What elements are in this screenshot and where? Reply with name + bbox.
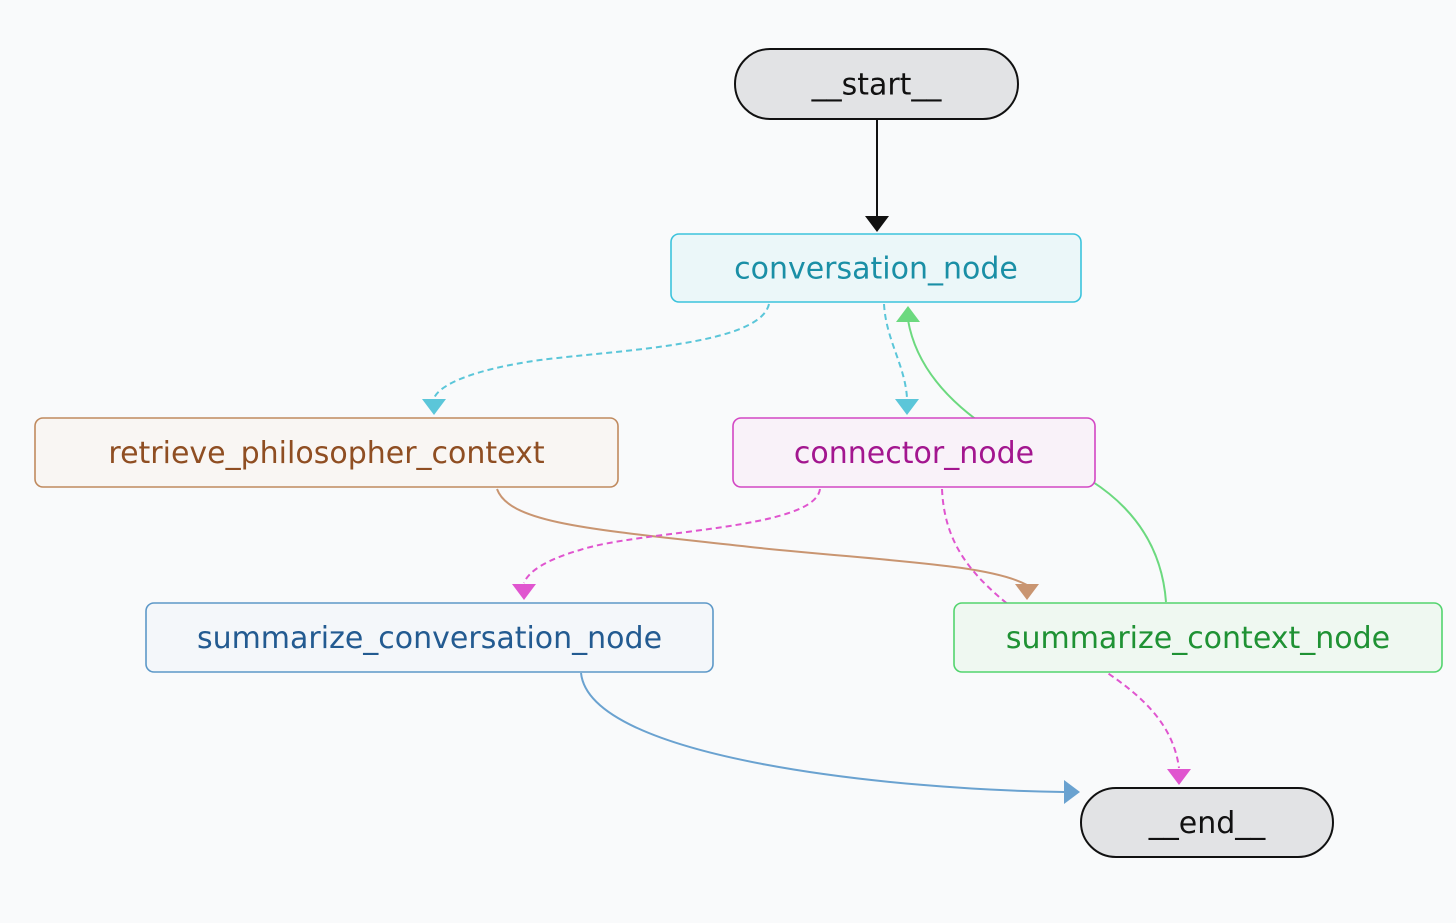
edge-connector_node-to-end <box>941 488 1191 785</box>
arrowhead-icon <box>512 584 536 600</box>
edge-line <box>580 672 1065 793</box>
arrowhead-icon <box>896 306 920 322</box>
node-label: connector_node <box>794 436 1034 471</box>
edge-line <box>433 303 770 399</box>
edge-retrieve_philosopher_context-to-summarize_context_node <box>496 488 1039 600</box>
edge-line <box>941 488 1180 769</box>
node-conversation_node: conversation_node <box>670 233 1082 303</box>
edge-connector_node-to-summarize_conversation_node <box>512 488 821 600</box>
edge-line <box>496 488 1028 586</box>
arrowhead-icon <box>422 399 446 415</box>
edge-line <box>523 488 821 584</box>
edge-line <box>883 303 908 399</box>
node-label: __start__ <box>811 68 943 103</box>
terminal-node-end: __end__ <box>1080 787 1334 858</box>
node-label: retrieve_philosopher_context <box>108 436 544 471</box>
node-box <box>734 48 1019 120</box>
arrowhead-icon <box>1167 769 1191 785</box>
node-box <box>670 233 1082 303</box>
edge-conversation_node-to-retrieve_philosopher_context <box>422 303 770 415</box>
nodes-layer: __start__ conversation_node retrieve_philo… <box>34 48 1443 858</box>
node-label: summarize_conversation_node <box>197 621 662 656</box>
arrowhead-icon <box>1064 780 1080 804</box>
node-box <box>732 417 1096 488</box>
node-summarize_conversation_node: summarize_conversation_node <box>145 602 714 673</box>
node-label: conversation_node <box>734 252 1018 287</box>
node-box <box>34 417 619 488</box>
node-box <box>953 602 1443 673</box>
edges-layer <box>422 120 1191 804</box>
node-label: summarize_context_node <box>1006 621 1390 656</box>
node-box <box>145 602 714 673</box>
edge-start-to-conversation_node <box>865 120 889 232</box>
node-label: __end__ <box>1148 806 1267 841</box>
node-retrieve_philosopher_context: retrieve_philosopher_context <box>34 417 619 488</box>
arrowhead-icon <box>865 216 889 232</box>
arrowhead-icon <box>895 399 919 415</box>
arrowhead-icon <box>1015 584 1039 600</box>
node-box <box>1080 787 1334 858</box>
node-connector_node: connector_node <box>732 417 1096 488</box>
edge-conversation_node-to-connector_node <box>883 303 919 415</box>
terminal-node-start: __start__ <box>734 48 1019 120</box>
node-summarize_context_node: summarize_context_node <box>953 602 1443 673</box>
edge-summarize_conversation_node-to-end <box>580 672 1080 804</box>
